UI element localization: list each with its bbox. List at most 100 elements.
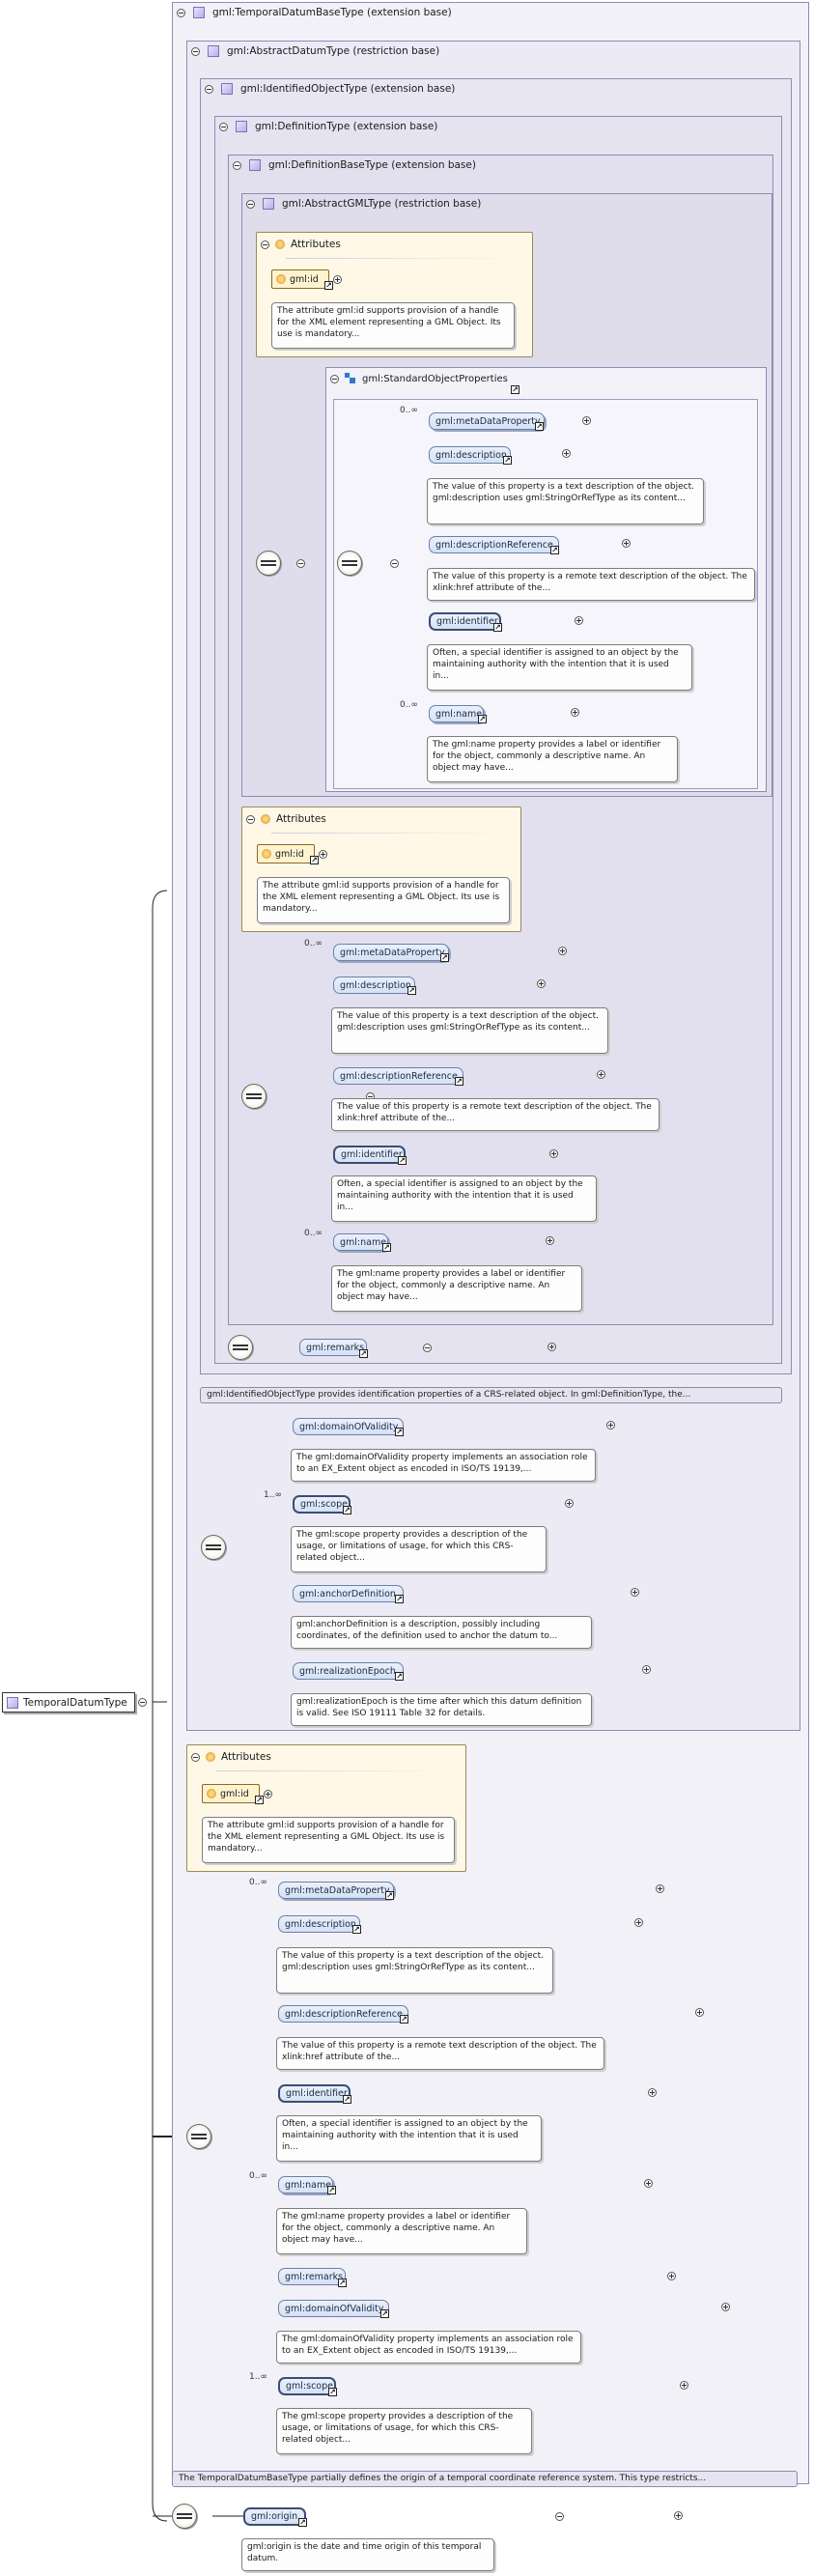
collapse-icon[interactable] [422, 1344, 432, 1352]
expand-icon[interactable] [549, 1149, 559, 1158]
collapse-icon[interactable] [219, 122, 228, 131]
expand-icon[interactable] [546, 1236, 555, 1245]
expand-icon[interactable] [264, 1790, 272, 1798]
meta-data-property-element[interactable]: gml:metaDataProperty [429, 412, 545, 430]
description-reference-element[interactable]: gml:descriptionReference [333, 1067, 463, 1085]
link-arrow-icon[interactable]: ↗ [352, 1925, 361, 1934]
link-arrow-icon[interactable]: ↗ [328, 2388, 337, 2396]
expand-icon[interactable] [333, 275, 342, 284]
link-arrow-icon[interactable]: ↗ [380, 2309, 389, 2318]
gml-id-attribute[interactable]: gml:id [257, 844, 315, 863]
name-element[interactable]: gml:name [333, 1233, 388, 1251]
link-arrow-icon[interactable]: ↗ [478, 715, 487, 723]
identifier-element[interactable]: gml:identifier [278, 2084, 351, 2103]
sequence-icon[interactable] [186, 2124, 211, 2149]
description-element[interactable]: gml:description [278, 1915, 360, 1933]
link-arrow-icon[interactable]: ↗ [343, 2095, 351, 2104]
realization-epoch-element[interactable]: gml:realizationEpoch [293, 1662, 404, 1680]
expand-icon[interactable] [536, 979, 546, 988]
sequence-icon[interactable] [201, 1535, 226, 1560]
link-arrow-icon[interactable]: ↗ [338, 2279, 347, 2287]
expand-icon[interactable] [667, 2272, 677, 2280]
link-arrow-icon[interactable]: ↗ [395, 1672, 404, 1681]
identifier-element[interactable]: gml:identifier [333, 1146, 406, 1164]
domain-of-validity-element[interactable]: gml:domainOfValidity [278, 2300, 389, 2317]
expand-icon[interactable] [575, 616, 584, 625]
link-arrow-icon[interactable]: ↗ [385, 1891, 394, 1900]
description-reference-element[interactable]: gml:descriptionReference [278, 2005, 408, 2023]
link-arrow-icon[interactable]: ↗ [398, 1156, 407, 1165]
expand-icon[interactable] [721, 2303, 731, 2311]
remarks-element[interactable]: gml:remarks [278, 2268, 346, 2285]
expand-icon[interactable] [634, 1918, 644, 1927]
scope-element[interactable]: gml:scope [293, 1495, 351, 1514]
link-arrow-icon[interactable]: ↗ [395, 1428, 404, 1436]
description-reference-element[interactable]: gml:descriptionReference [429, 536, 559, 553]
link-arrow-icon[interactable]: ↗ [343, 1506, 351, 1514]
link-arrow-icon[interactable]: ↗ [440, 953, 449, 962]
collapse-icon[interactable] [296, 559, 306, 568]
link-arrow-icon[interactable]: ↗ [255, 1796, 264, 1804]
gml-id-attribute[interactable]: gml:id [202, 1784, 260, 1803]
expand-icon[interactable] [673, 2511, 683, 2520]
sequence-icon[interactable] [228, 1335, 253, 1360]
link-arrow-icon[interactable]: ↗ [395, 1595, 404, 1603]
link-arrow-icon[interactable]: ↗ [511, 385, 519, 394]
collapse-icon[interactable] [138, 1698, 147, 1707]
collapse-icon[interactable] [191, 1752, 200, 1762]
link-arrow-icon[interactable]: ↗ [503, 456, 512, 465]
meta-data-property-element[interactable]: gml:metaDataProperty [278, 1882, 394, 1899]
expand-icon[interactable] [597, 1070, 606, 1079]
link-arrow-icon[interactable]: ↗ [535, 422, 544, 431]
link-arrow-icon[interactable]: ↗ [298, 2518, 307, 2527]
link-arrow-icon[interactable]: ↗ [407, 986, 416, 995]
link-arrow-icon[interactable]: ↗ [382, 1243, 391, 1252]
expand-icon[interactable] [680, 2381, 689, 2390]
link-arrow-icon[interactable]: ↗ [400, 2015, 408, 2024]
expand-icon[interactable] [621, 539, 631, 548]
link-arrow-icon[interactable]: ↗ [327, 2186, 336, 2194]
expand-icon[interactable] [581, 416, 591, 425]
domain-of-validity-element[interactable]: gml:domainOfValidity [293, 1418, 404, 1435]
gml-id-attribute[interactable]: gml:id [271, 269, 329, 289]
link-arrow-icon[interactable]: ↗ [359, 1349, 368, 1358]
expand-icon[interactable] [565, 1499, 575, 1508]
expand-icon[interactable] [571, 708, 580, 717]
collapse-icon[interactable] [330, 374, 339, 383]
collapse-icon[interactable] [177, 8, 185, 17]
sequence-icon[interactable] [256, 551, 281, 576]
collapse-icon[interactable] [233, 160, 241, 170]
expand-icon[interactable] [643, 2179, 653, 2188]
origin-element[interactable]: gml:origin [243, 2507, 306, 2526]
meta-data-property-element[interactable]: gml:metaDataProperty [333, 944, 449, 961]
expand-icon[interactable] [641, 1665, 651, 1674]
name-element[interactable]: gml:name [278, 2176, 333, 2194]
collapse-icon[interactable] [246, 199, 255, 209]
expand-icon[interactable] [606, 1421, 616, 1430]
anchor-definition-element[interactable]: gml:anchorDefinition [293, 1585, 404, 1602]
collapse-icon[interactable] [246, 814, 255, 824]
expand-icon[interactable] [319, 850, 327, 859]
root-type-node[interactable]: TemporalDatumType [2, 1692, 135, 1713]
sequence-icon[interactable] [337, 551, 362, 576]
expand-icon[interactable] [694, 2008, 704, 2017]
expand-icon[interactable] [557, 947, 567, 955]
remarks-element[interactable]: gml:remarks [299, 1339, 367, 1356]
link-arrow-icon[interactable]: ↗ [324, 281, 333, 290]
link-arrow-icon[interactable]: ↗ [550, 546, 559, 554]
identifier-element[interactable]: gml:identifier [429, 612, 501, 631]
sequence-icon[interactable] [241, 1084, 267, 1109]
link-arrow-icon[interactable]: ↗ [310, 856, 319, 864]
expand-icon[interactable] [561, 449, 571, 458]
collapse-icon[interactable] [390, 559, 400, 568]
expand-icon[interactable] [647, 2088, 657, 2097]
scope-element[interactable]: gml:scope [278, 2377, 336, 2395]
collapse-icon[interactable] [261, 240, 269, 249]
description-element[interactable]: gml:description [429, 446, 511, 464]
name-element[interactable]: gml:name [429, 705, 484, 722]
expand-icon[interactable] [547, 1343, 556, 1351]
sequence-icon[interactable] [172, 2504, 197, 2529]
expand-icon[interactable] [630, 1588, 639, 1597]
collapse-icon[interactable] [205, 84, 213, 94]
collapse-icon[interactable] [554, 2512, 564, 2521]
